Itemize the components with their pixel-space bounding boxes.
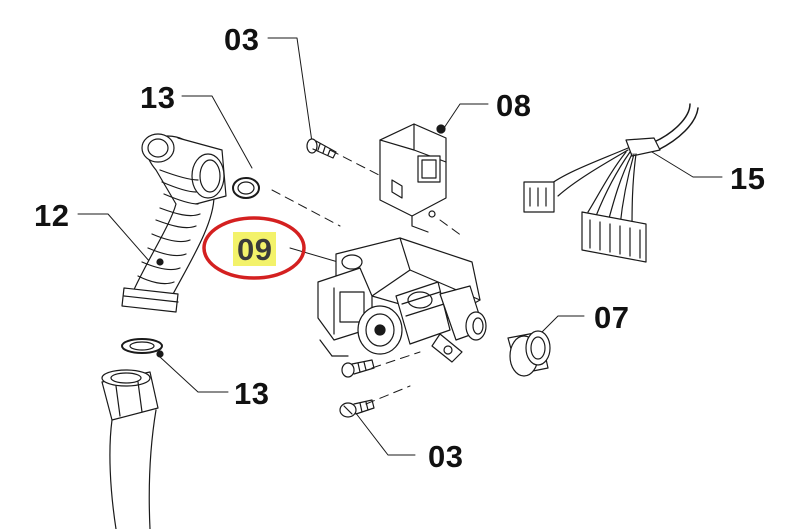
mounting-bracket [379, 123, 447, 233]
callout-03-top-screw: 03 [224, 22, 260, 57]
lower-pipe [101, 369, 159, 529]
lower-sealing-washer [121, 338, 164, 358]
callout-08-bracket: 08 [496, 88, 532, 123]
callout-09-gas-valve: 09 [233, 232, 277, 266]
bottom-screw [339, 399, 375, 418]
callout-12-flex-pipe: 12 [34, 198, 70, 233]
highlight-ring [202, 216, 306, 280]
callout-07-nut-sleeve: 07 [594, 300, 630, 335]
callout-15-harness: 15 [730, 161, 766, 196]
callout-03-bottom-screw: 03 [428, 439, 464, 474]
gas-valve-body [317, 237, 487, 363]
leader-lines [77, 37, 723, 456]
callout-13-lower-washer: 13 [234, 376, 270, 411]
wiring-harness [523, 103, 699, 263]
callout-13-upper-washer: 13 [140, 80, 176, 115]
upper-sealing-washer [232, 177, 260, 199]
top-screw [306, 138, 337, 159]
nut-sleeve [507, 330, 551, 377]
flexible-pipe [121, 133, 227, 313]
side-screw [341, 359, 375, 378]
